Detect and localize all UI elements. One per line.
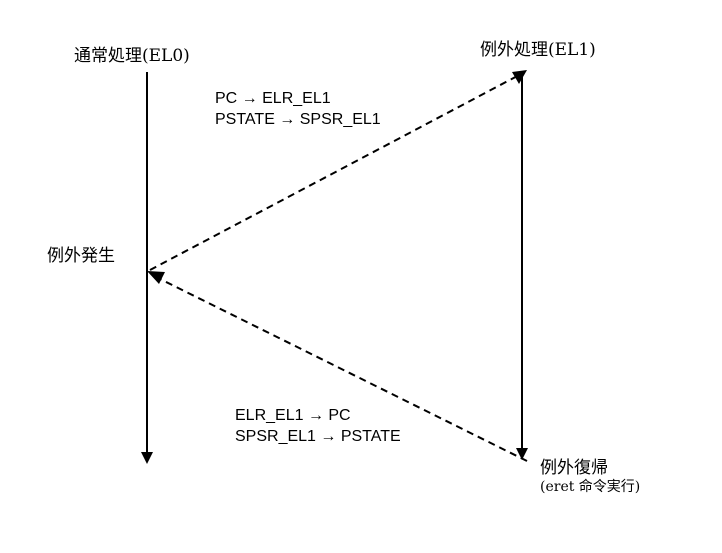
el1-timeline-arrowhead	[516, 448, 528, 460]
entry-transfer-line-2: PSTATE → SPSR_EL1	[215, 111, 381, 128]
exception-processing-label: 例外処理(EL1)	[480, 40, 596, 60]
return-transfer-line-2: SPSR_EL1 → PSTATE	[235, 428, 401, 445]
exception-return-label: 例外復帰	[540, 458, 608, 478]
entry-transfer-text: PC → ELR_EL1 PSTATE → SPSR_EL1	[215, 88, 381, 130]
normal-processing-label: 通常処理(EL0)	[74, 46, 190, 66]
return-transfer-line-1: ELR_EL1 → PC	[235, 407, 351, 424]
exception-occurs-label: 例外発生	[47, 246, 115, 266]
exception-return-arrow	[151, 274, 528, 462]
eret-note-label: (eret 命令実行)	[540, 479, 641, 495]
return-transfer-text: ELR_EL1 → PC SPSR_EL1 → PSTATE	[235, 405, 401, 447]
el0-timeline-arrowhead	[141, 452, 153, 464]
entry-transfer-line-1: PC → ELR_EL1	[215, 90, 331, 107]
exception-entry-arrow	[149, 72, 524, 271]
exception-return-arrowhead	[147, 271, 165, 284]
exception-entry-arrowhead	[512, 70, 527, 84]
